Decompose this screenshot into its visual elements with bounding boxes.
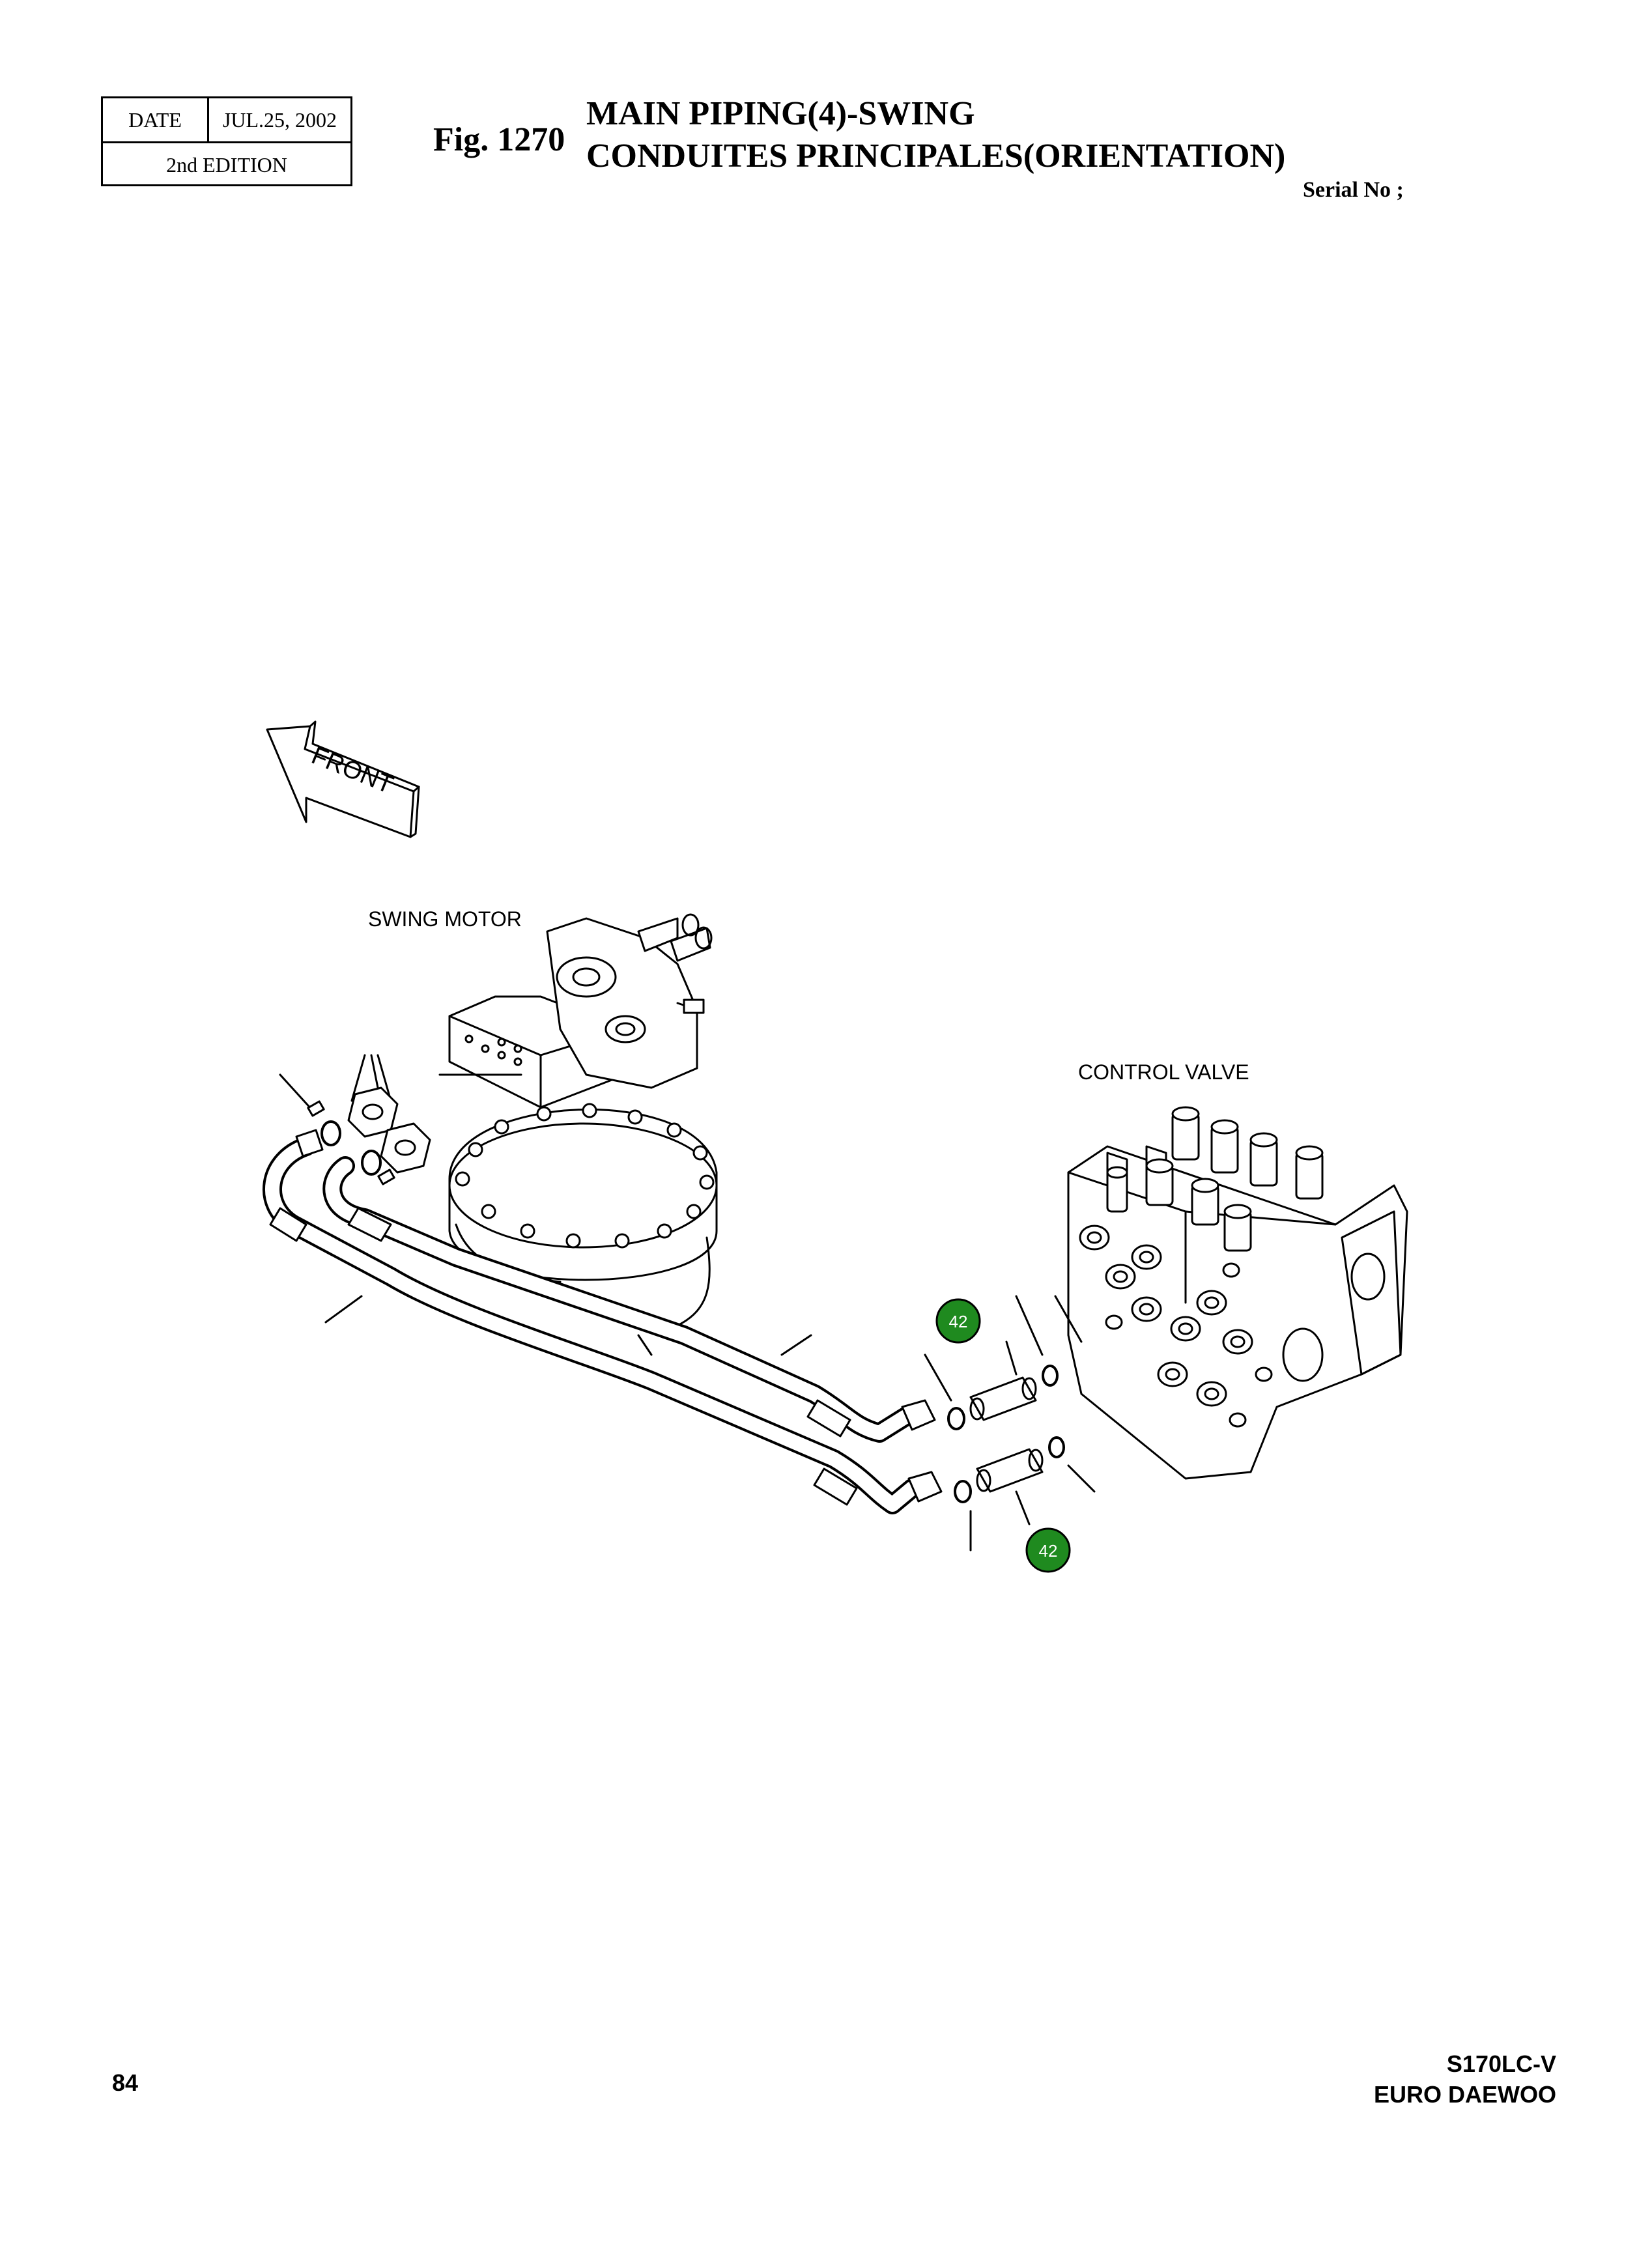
page-number: 84 bbox=[112, 2069, 139, 2096]
serial-number-label: Serial No ; bbox=[1303, 178, 1404, 202]
control-valve-drawing bbox=[1054, 1106, 1408, 1480]
date-label: DATE bbox=[103, 98, 209, 141]
date-value: JUL.25, 2002 bbox=[222, 107, 337, 132]
edition-label: 2nd EDITION bbox=[166, 152, 287, 177]
adapters-and-orings bbox=[924, 1295, 1096, 1552]
callout-label: 42 bbox=[949, 1312, 968, 1331]
swing-motor-drawing bbox=[279, 913, 718, 1327]
swing-motor-label: SWING MOTOR bbox=[368, 907, 522, 931]
date-edition-box: DATE JUL.25, 2002 2nd EDITION bbox=[101, 96, 352, 186]
callout-circle bbox=[1025, 1527, 1071, 1573]
brand-name: EURO DAEWOO bbox=[1373, 2081, 1556, 2108]
front-arrow-icon bbox=[266, 720, 420, 838]
control-valve-label: CONTROL VALVE bbox=[1078, 1060, 1249, 1084]
callout-label: 42 bbox=[1039, 1541, 1058, 1561]
callout-42-lower[interactable]: 42 bbox=[1025, 1527, 1071, 1573]
callout-circle bbox=[935, 1298, 981, 1344]
callout-42-upper[interactable]: 42 bbox=[935, 1298, 981, 1344]
motor-port-flanges bbox=[307, 1086, 431, 1185]
title-english: MAIN PIPING(4)-SWING bbox=[586, 95, 975, 132]
title-french: CONDUITES PRINCIPALES(ORIENTATION) bbox=[586, 137, 1286, 175]
figure-number: Fig. 1270 bbox=[433, 121, 565, 158]
swing-hoses bbox=[263, 1129, 943, 1514]
model-name: S170LC-V bbox=[1446, 2050, 1556, 2077]
